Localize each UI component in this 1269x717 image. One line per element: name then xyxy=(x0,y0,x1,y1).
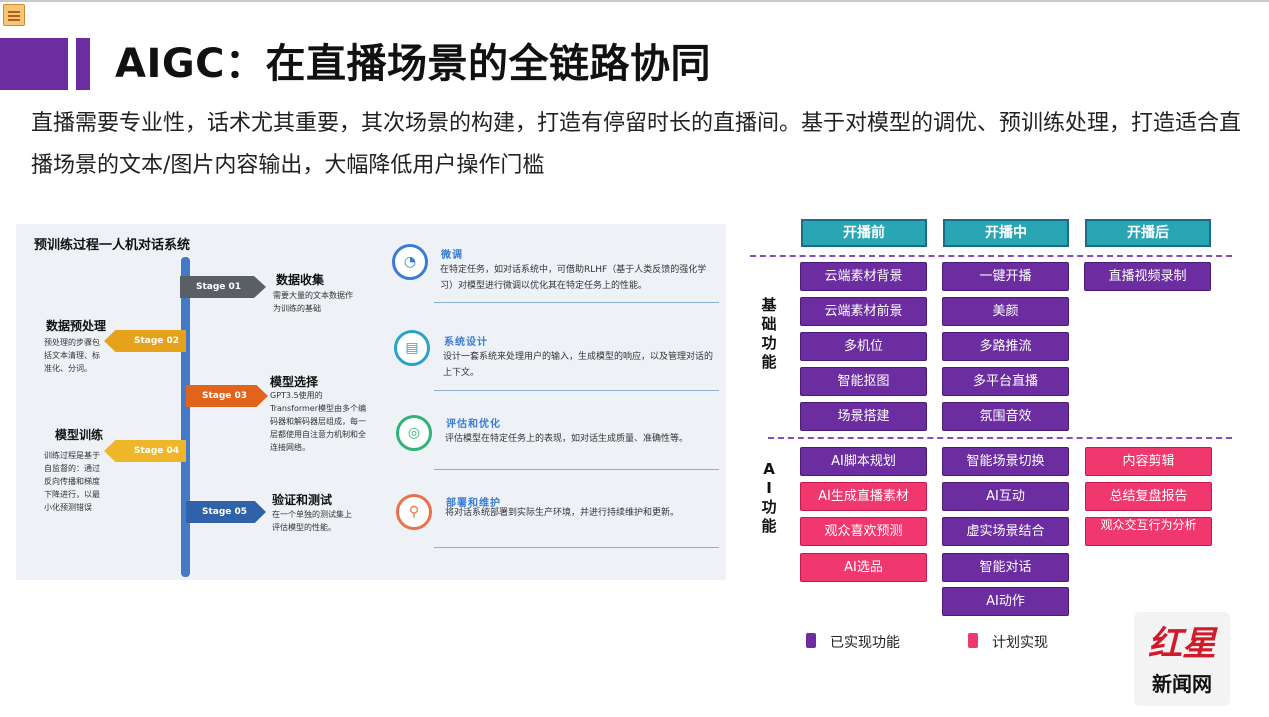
note-icon[interactable] xyxy=(3,4,25,26)
step-deploy-desc: 将对话系统部署到实际生产环境，并进行持续维护和更新。 xyxy=(445,508,680,518)
feature-cell: 虚实场景结合 xyxy=(942,517,1069,546)
column-header-before-live: 开播前 xyxy=(801,219,927,247)
feature-cell: 美颜 xyxy=(942,297,1069,326)
feature-cell: 智能抠图 xyxy=(800,367,927,396)
feature-cell: 内容剪辑 xyxy=(1085,447,1212,476)
column-header-during-live: 开播中 xyxy=(943,219,1069,247)
title-accent-bar xyxy=(0,38,68,90)
stage-03-desc: GPT3.5使用的Transformer模型由多个编码器和解码器层组成，每一层都… xyxy=(270,391,367,452)
legend-done-label: 已实现功能 xyxy=(830,635,900,651)
feature-cell: 智能对话 xyxy=(942,553,1069,582)
stage-03-heading: 模型选择 xyxy=(270,375,319,389)
feature-cell: 多路推流 xyxy=(942,332,1069,361)
feature-cell: 场景搭建 xyxy=(800,402,927,431)
pretraining-infographic xyxy=(16,224,726,580)
evaluate-icon: ◎ xyxy=(396,415,432,451)
timeline-pole xyxy=(181,257,190,577)
fine-tune-icon: ◔ xyxy=(392,244,428,280)
step-divider xyxy=(434,547,719,548)
feature-cell: 云端素材背景 xyxy=(800,262,927,291)
feature-cell: AI生成直播素材 xyxy=(800,482,927,511)
stage-01-tag: Stage 01 xyxy=(180,276,266,298)
top-border xyxy=(0,0,1269,2)
section-divider xyxy=(750,255,1232,257)
logo-text: 新闻网 xyxy=(1152,672,1212,696)
deploy-icon: ⚲ xyxy=(396,494,432,530)
step-system-design-heading: 系统设计 xyxy=(444,337,488,348)
feature-cell: 一键开播 xyxy=(942,262,1069,291)
stage-05-desc: 在一个单独的测试集上评估模型的性能。 xyxy=(272,510,352,532)
infographic-title: 预训练过程一人机对话系统 xyxy=(34,238,191,253)
watermark-logo: 红星 新闻网 xyxy=(1134,612,1230,706)
feature-cell: 直播视频录制 xyxy=(1084,262,1211,291)
stage-02-heading: 数据预处理 xyxy=(46,319,107,333)
feature-cell: 云端素材前景 xyxy=(800,297,927,326)
feature-cell: AI选品 xyxy=(800,553,927,582)
stage-02-tag: Stage 02 xyxy=(104,330,186,352)
feature-cell: AI脚本规划 xyxy=(800,447,927,476)
page-subtitle: 直播需要专业性，话术尤其重要，其次场景的构建，打造有停留时长的直播间。基于对模型… xyxy=(31,111,1242,178)
step-system-design-desc: 设计一套系统来处理用户的输入，生成模型的响应，以及管理对话的上下文。 xyxy=(443,352,714,378)
stage-02-desc: 预处理的步骤包括文本清理、标准化、分词。 xyxy=(44,338,100,373)
stage-04-heading: 模型训练 xyxy=(55,428,104,442)
stage-03-tag: Stage 03 xyxy=(186,385,268,407)
feature-cell: 氛围音效 xyxy=(942,402,1069,431)
step-divider xyxy=(434,469,719,470)
feature-cell: AI动作 xyxy=(942,587,1069,616)
system-design-icon: ▤ xyxy=(394,330,430,366)
step-evaluate-heading: 评估和优化 xyxy=(446,419,501,430)
stage-04-desc: 训练过程是基于自监督的：通过反向传播和梯度下降进行，以最小化预测错误 xyxy=(44,451,100,512)
legend-plan-label: 计划实现 xyxy=(992,635,1048,651)
column-header-after-live: 开播后 xyxy=(1085,219,1211,247)
stage-01-desc: 需要大量的文本数据作为训练的基础 xyxy=(273,291,353,313)
stage-01-heading: 数据收集 xyxy=(276,273,325,287)
logo-mark: 红星 xyxy=(1148,624,1216,664)
step-fine-tune-heading: 微调 xyxy=(441,250,463,261)
stage-05-heading: 验证和测试 xyxy=(272,493,333,507)
stage-05-tag: Stage 05 xyxy=(186,501,266,523)
step-divider xyxy=(434,302,719,303)
legend-plan-swatch xyxy=(968,633,978,648)
step-deploy-heading: 部署和维护 xyxy=(446,498,501,509)
basic-functions-label: 基础功能 xyxy=(761,296,777,371)
feature-cell: 总结复盘报告 xyxy=(1085,482,1212,511)
legend-done-swatch xyxy=(806,633,816,648)
feature-cell: 观众喜欢预测 xyxy=(800,517,927,546)
feature-cell: 多平台直播 xyxy=(942,367,1069,396)
step-fine-tune-desc: 在特定任务，如对话系统中，可借助RLHF（基于人类反馈的强化学习）对模型进行微调… xyxy=(440,265,707,291)
title-accent-bar-thin xyxy=(76,38,90,90)
feature-cell: 智能场景切换 xyxy=(942,447,1069,476)
step-evaluate-desc: 评估模型在特定任务上的表现，如对话生成质量、准确性等。 xyxy=(445,434,689,444)
step-divider xyxy=(434,390,719,391)
section-divider xyxy=(768,437,1232,439)
page-title: AIGC：在直播场景的全链路协同 xyxy=(115,41,712,87)
feature-cell: AI互动 xyxy=(942,482,1069,511)
stage-04-tag: Stage 04 xyxy=(104,440,186,462)
feature-cell: 多机位 xyxy=(800,332,927,361)
feature-cell: 观众交互行为分析 xyxy=(1085,517,1212,546)
